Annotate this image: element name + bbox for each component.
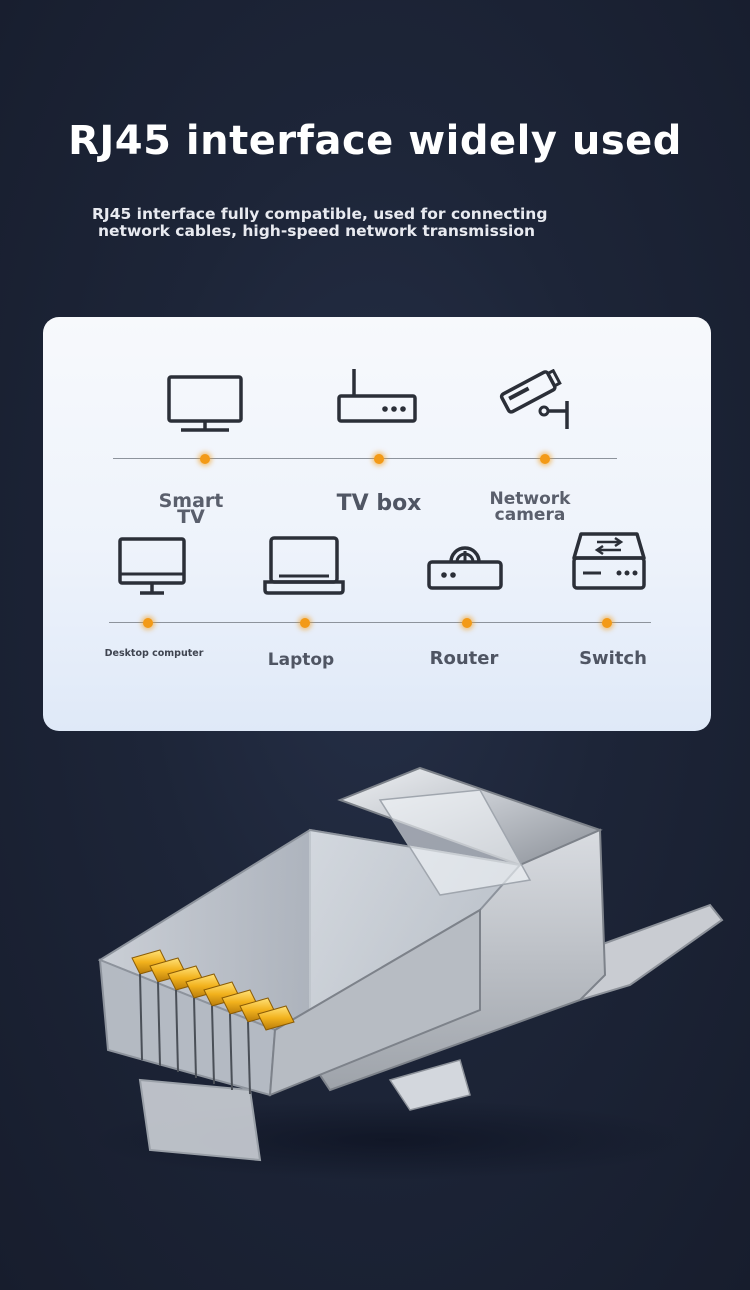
- row-2-dot-2: [300, 618, 310, 628]
- subtitle-line-2: network cables, high-speed network trans…: [98, 222, 536, 240]
- row-2-connector-line: [109, 622, 651, 623]
- device-label-smart-tv: Smart TV: [141, 492, 241, 527]
- subtitle-line-1: RJ45 interface fully compatible, used fo…: [92, 205, 548, 223]
- device-label-laptop: Laptop: [267, 650, 335, 670]
- device-label-network-camera: Network camera: [475, 491, 585, 524]
- device-label-desktop-computer: Desktop computer: [104, 648, 204, 659]
- device-label-switch: Switch: [579, 648, 647, 669]
- row-2-dot-3: [462, 618, 472, 628]
- device-label-network-camera-line-2: camera: [494, 505, 566, 525]
- row-1-dot-1: [200, 454, 210, 464]
- device-label-router: Router: [429, 648, 499, 669]
- network-camera-icon: [499, 369, 569, 429]
- row-2-dot-4: [602, 618, 612, 628]
- row-2-dot-1: [143, 618, 153, 628]
- compatible-devices-panel: Smart TV TV box Network camera: [43, 317, 711, 731]
- row-1-dot-3: [540, 454, 550, 464]
- device-label-smart-tv-line-2: TV: [177, 506, 205, 528]
- row-1-connector-line: [113, 458, 617, 459]
- rj45-connector-image: [90, 766, 724, 1180]
- row-1-dot-2: [374, 454, 384, 464]
- device-label-smart-tv-line-1: Smart: [158, 490, 224, 512]
- desktop-computer-icon: [118, 537, 186, 595]
- tv-icon: [167, 375, 243, 432]
- router-icon: [427, 546, 503, 590]
- switch-icon: [572, 532, 646, 590]
- device-label-tv-box: TV box: [336, 491, 422, 516]
- page-subtitle: RJ45 interface fully compatible, used fo…: [92, 206, 652, 240]
- laptop-icon: [263, 536, 345, 595]
- tv-box-icon: [337, 369, 417, 423]
- device-label-network-camera-line-1: Network: [489, 489, 571, 509]
- page-title: RJ45 interface widely used: [68, 118, 682, 164]
